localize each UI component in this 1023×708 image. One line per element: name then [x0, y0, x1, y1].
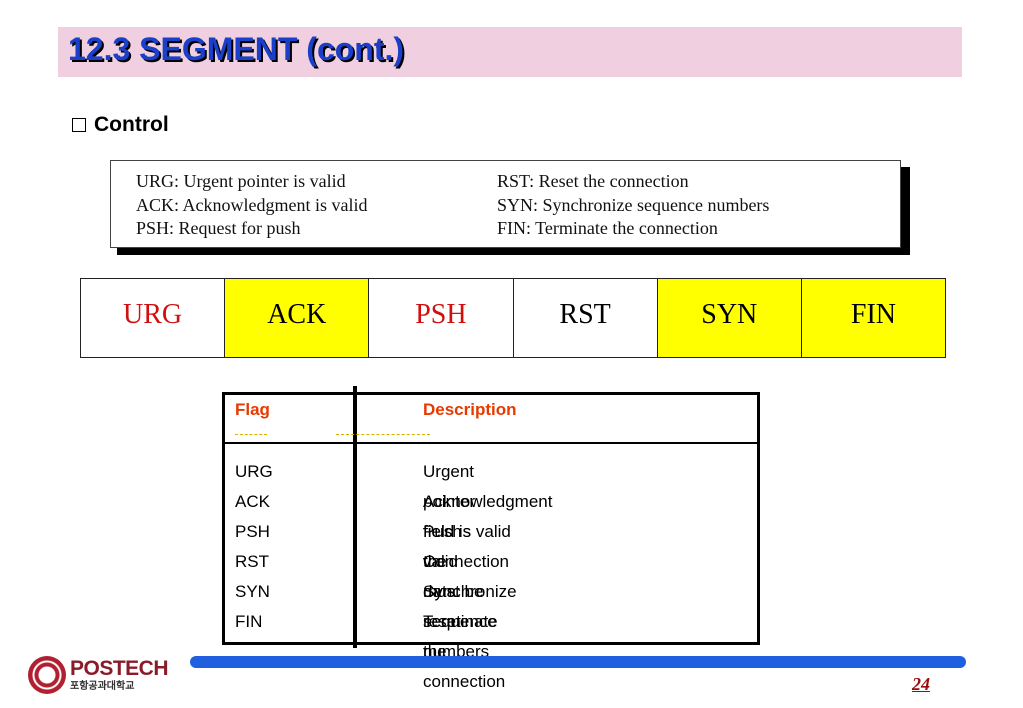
legend-right-column: RST: Reset the connection SYN: Synchroni… [497, 170, 769, 241]
table-cell-description: Connection must be reset [423, 552, 510, 631]
control-flags-row: URG ACK PSH RST SYN FIN [80, 278, 946, 358]
logo-text: POSTECH 포항공과대학교 [70, 657, 169, 692]
table-cell-description: Acknowledgment field is valid [423, 492, 553, 541]
table-cell-flag: FIN [235, 612, 263, 631]
table-column-divider [353, 386, 357, 648]
flag-label: ACK [267, 299, 327, 330]
legend-item: URG: Urgent pointer is valid [136, 171, 346, 191]
university-seal-icon [28, 656, 66, 694]
title-bar: 12.3 SEGMENT (cont.) [58, 27, 962, 77]
flag-label: PSH [415, 299, 467, 330]
flag-cell-fin: FIN [801, 279, 946, 357]
flag-legend-box: URG: Urgent pointer is valid ACK: Acknow… [110, 160, 901, 248]
legend-item: FIN: Terminate the connection [497, 218, 718, 238]
postech-logo: POSTECH 포항공과대학교 [28, 656, 169, 694]
table-header-rule [222, 442, 760, 444]
flag-cell-urg: URG [81, 279, 226, 357]
slide-title: 12.3 SEGMENT (cont.) [68, 31, 405, 67]
flag-cell-syn: SYN [657, 279, 802, 357]
flag-table [222, 392, 760, 645]
table-cell-flag: SYN [235, 582, 270, 601]
square-bullet-icon [72, 118, 86, 132]
table-header-description: Description [423, 400, 517, 419]
header-dash-decoration [235, 434, 267, 435]
table-cell-flag: PSH [235, 522, 270, 541]
table-header-flag: Flag [235, 400, 270, 419]
flag-label: FIN [850, 299, 896, 330]
legend-item: SYN: Synchronize sequence numbers [497, 194, 770, 215]
table-cell-description: Terminate the connection [423, 612, 506, 691]
flag-label: SYN [701, 299, 758, 330]
legend-item: PSH: Request for push [136, 218, 301, 238]
table-cell-description: Push the data [423, 522, 462, 601]
legend-left-column: URG: Urgent pointer is valid ACK: Acknow… [136, 170, 367, 241]
table-cell-flag: ACK [235, 492, 270, 511]
flag-label: URG [123, 299, 183, 330]
flag-label: RST [559, 299, 611, 330]
legend-item: ACK: Acknowledgment is valid [136, 194, 368, 215]
section-label: Control [94, 113, 169, 136]
table-cell-flag: URG [235, 462, 273, 481]
footer-bar [190, 656, 966, 668]
page-number: 24 [912, 674, 930, 694]
logo-subtitle: 포항공과대학교 [70, 681, 135, 692]
legend-item: RST: Reset the connection [497, 171, 689, 191]
flag-cell-rst: RST [513, 279, 658, 357]
table-cell-description: Urgent pointer field is valid [423, 462, 475, 571]
table-cell-flag: RST [235, 552, 269, 571]
logo-wordmark: POSTECH [70, 657, 169, 680]
flag-cell-psh: PSH [369, 279, 514, 357]
flag-cell-ack: ACK [225, 279, 370, 357]
section-heading: Control [72, 112, 169, 138]
header-dash-decoration [336, 434, 430, 435]
